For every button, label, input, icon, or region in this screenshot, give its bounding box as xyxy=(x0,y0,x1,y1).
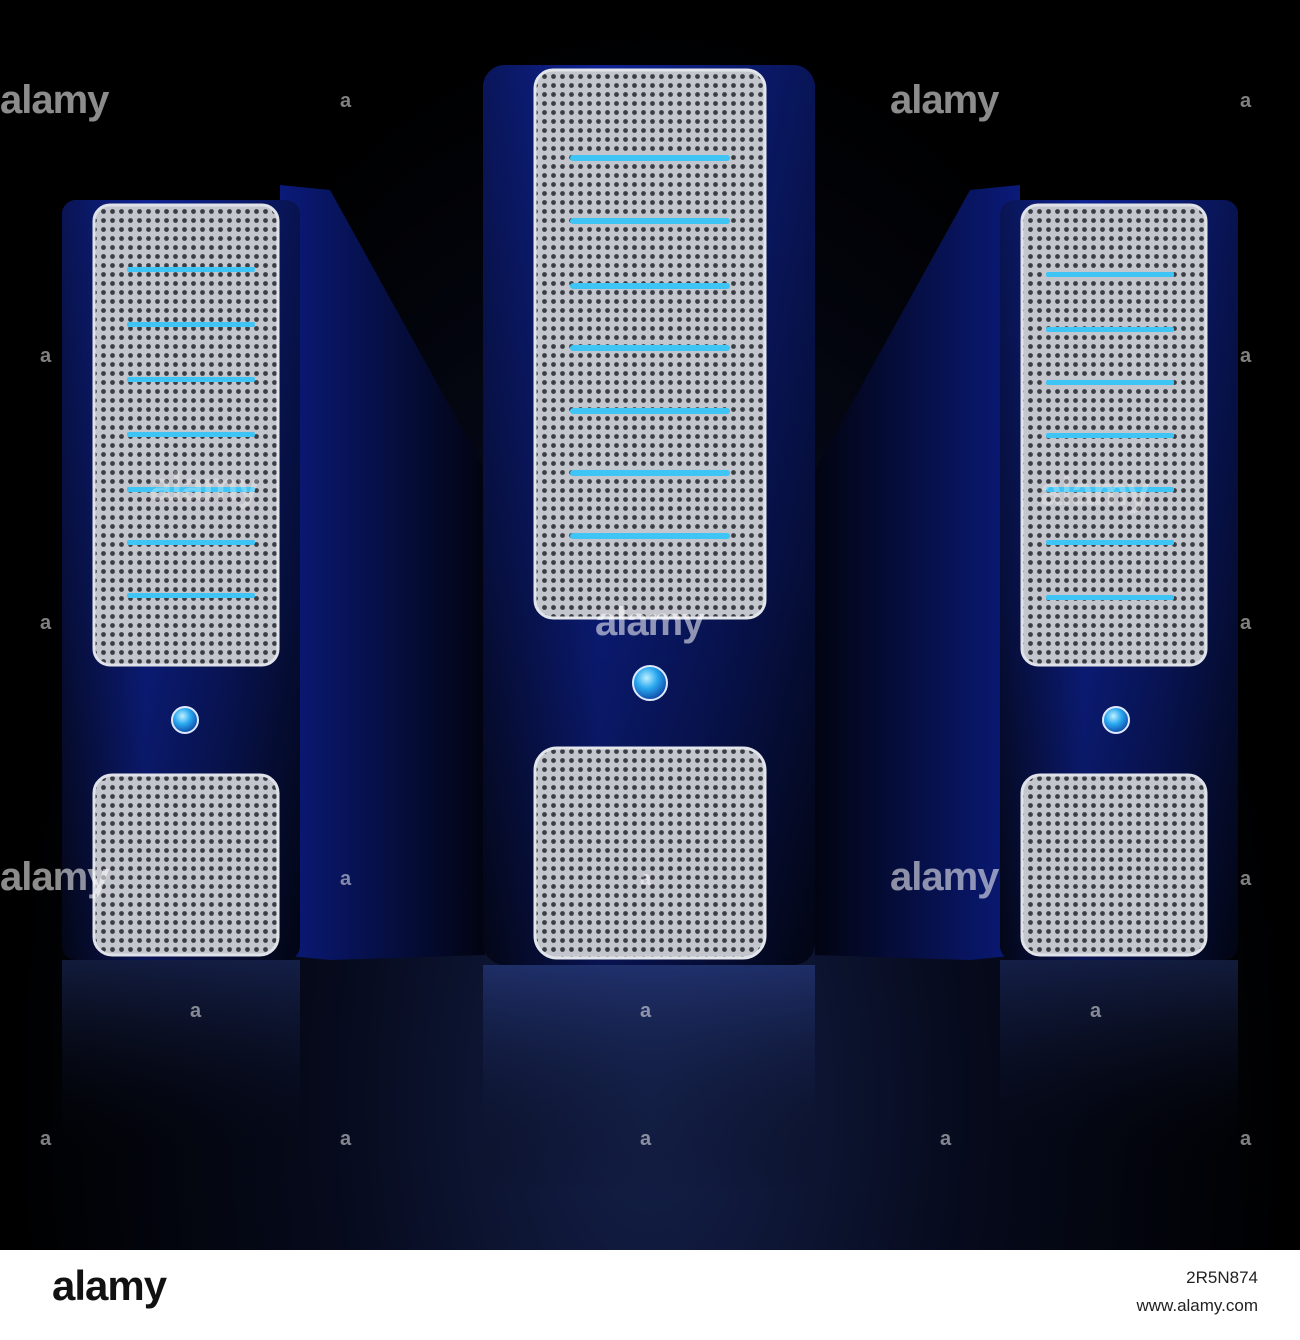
watermark-text: alamy xyxy=(0,78,109,122)
watermark-glyph: a xyxy=(1240,345,1252,367)
watermark-glyph: a xyxy=(40,1128,52,1150)
watermark-text: alamy xyxy=(1040,470,1149,514)
left-server-tower xyxy=(62,185,485,1170)
watermark-glyph: a xyxy=(1090,1000,1102,1022)
watermark-text: alamy xyxy=(0,855,109,899)
server-illustration xyxy=(62,65,1238,1195)
watermark-glyph: a xyxy=(340,1128,352,1150)
site-url-label: www.alamy.com xyxy=(1136,1296,1258,1315)
watermark-text: alamy xyxy=(595,600,704,644)
stock-footer-bar xyxy=(0,1250,1300,1340)
watermark-glyph: a xyxy=(940,1128,952,1150)
watermark-glyph: a xyxy=(190,1000,202,1022)
center-server-tower xyxy=(483,65,815,1195)
watermark-glyph: a xyxy=(40,345,52,367)
watermark-glyph: a xyxy=(40,612,52,634)
watermark-text: alamy xyxy=(890,855,999,899)
watermark-glyph: a xyxy=(340,868,352,890)
watermark-glyph: a xyxy=(1240,90,1252,112)
watermark-text: alamy xyxy=(890,78,999,122)
watermark-glyph: a xyxy=(640,1128,652,1150)
watermark-text: alamy xyxy=(150,465,259,509)
watermark-glyph: a xyxy=(1240,868,1252,890)
image-id-label: 2R5N874 xyxy=(1186,1268,1258,1287)
photo-scene: alamy alamy alamy alamy alamy alamy alam… xyxy=(0,0,1300,1250)
watermark-glyph: a xyxy=(1240,612,1252,634)
brand-logo: alamy xyxy=(52,1262,167,1309)
watermark-glyph: a xyxy=(640,1000,652,1022)
watermark-glyph: a xyxy=(1240,1128,1252,1150)
watermark-glyph: a xyxy=(340,90,352,112)
watermark-glyph: a xyxy=(640,868,652,890)
right-server-tower xyxy=(815,185,1238,1170)
